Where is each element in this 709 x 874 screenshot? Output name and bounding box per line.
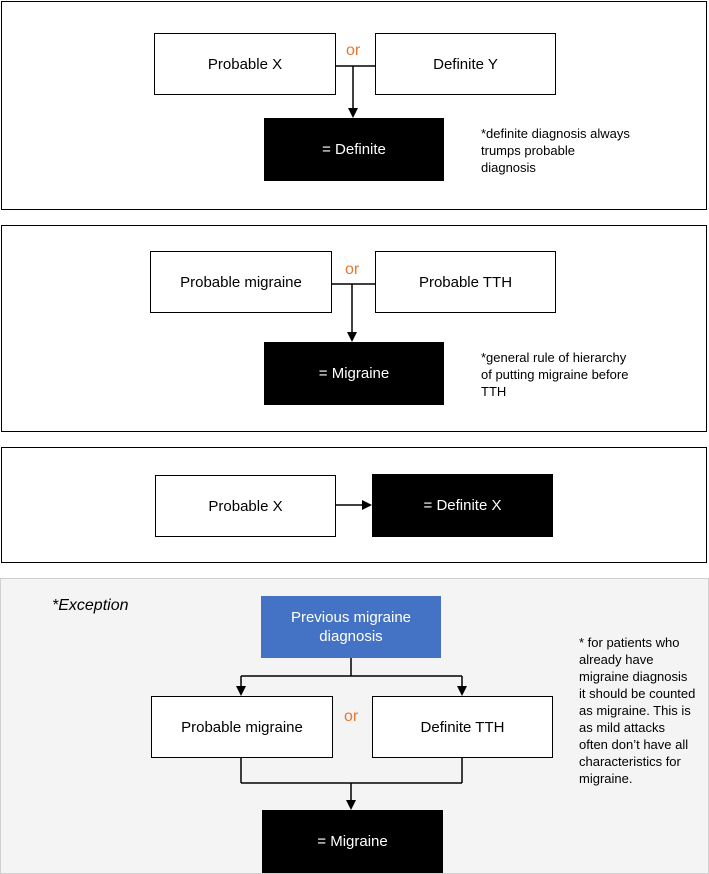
probable-migraine-label: Probable migraine xyxy=(181,718,303,736)
panel-probable-to-definite xyxy=(1,447,707,563)
exception-title: *Exception xyxy=(52,597,129,614)
exception-result-box: = Migraine xyxy=(262,810,443,873)
definite-result-box: = Definite xyxy=(264,118,444,181)
migraine-result-label: = Migraine xyxy=(318,365,390,382)
probable-x-box: Probable X xyxy=(155,475,336,537)
probable-migraine-box: Probable migraine xyxy=(151,696,333,758)
definite-result-label: = Definite xyxy=(322,141,386,158)
probable-tth-label: Probable TTH xyxy=(418,273,513,291)
definite-x-result-label: = Definite X xyxy=(423,497,502,514)
probable-migraine-box: Probable migraine xyxy=(150,251,332,313)
probable-migraine-label: Probable migraine xyxy=(180,273,302,291)
definite-tth-box: Definite TTH xyxy=(372,696,553,758)
definite-y-label: Definite Y xyxy=(433,55,498,73)
or-label: or xyxy=(344,708,359,725)
hierarchy-note: *general rule of hierarchy of putting mi… xyxy=(481,350,629,399)
definite-note: *definite diagnosis always trumps probab… xyxy=(481,126,630,175)
probable-x-label: Probable X xyxy=(208,497,283,515)
probable-x-box: Probable X xyxy=(154,33,336,95)
definite-y-box: Definite Y xyxy=(375,33,556,95)
previous-migraine-box: Previous migraine diagnosis xyxy=(261,596,441,658)
definite-x-result-box: = Definite X xyxy=(372,474,553,537)
migraine-result-box: = Migraine xyxy=(264,342,444,405)
previous-migraine-label: Previous migraine diagnosis xyxy=(290,609,412,645)
exception-note: * for patients who already have migraine… xyxy=(579,635,696,786)
probable-tth-box: Probable TTH xyxy=(375,251,556,313)
definite-tth-label: Definite TTH xyxy=(420,718,505,736)
probable-x-label: Probable X xyxy=(207,55,283,73)
exception-result-label: = Migraine xyxy=(317,833,388,850)
or-label: or xyxy=(345,261,360,278)
or-label: or xyxy=(346,42,361,59)
